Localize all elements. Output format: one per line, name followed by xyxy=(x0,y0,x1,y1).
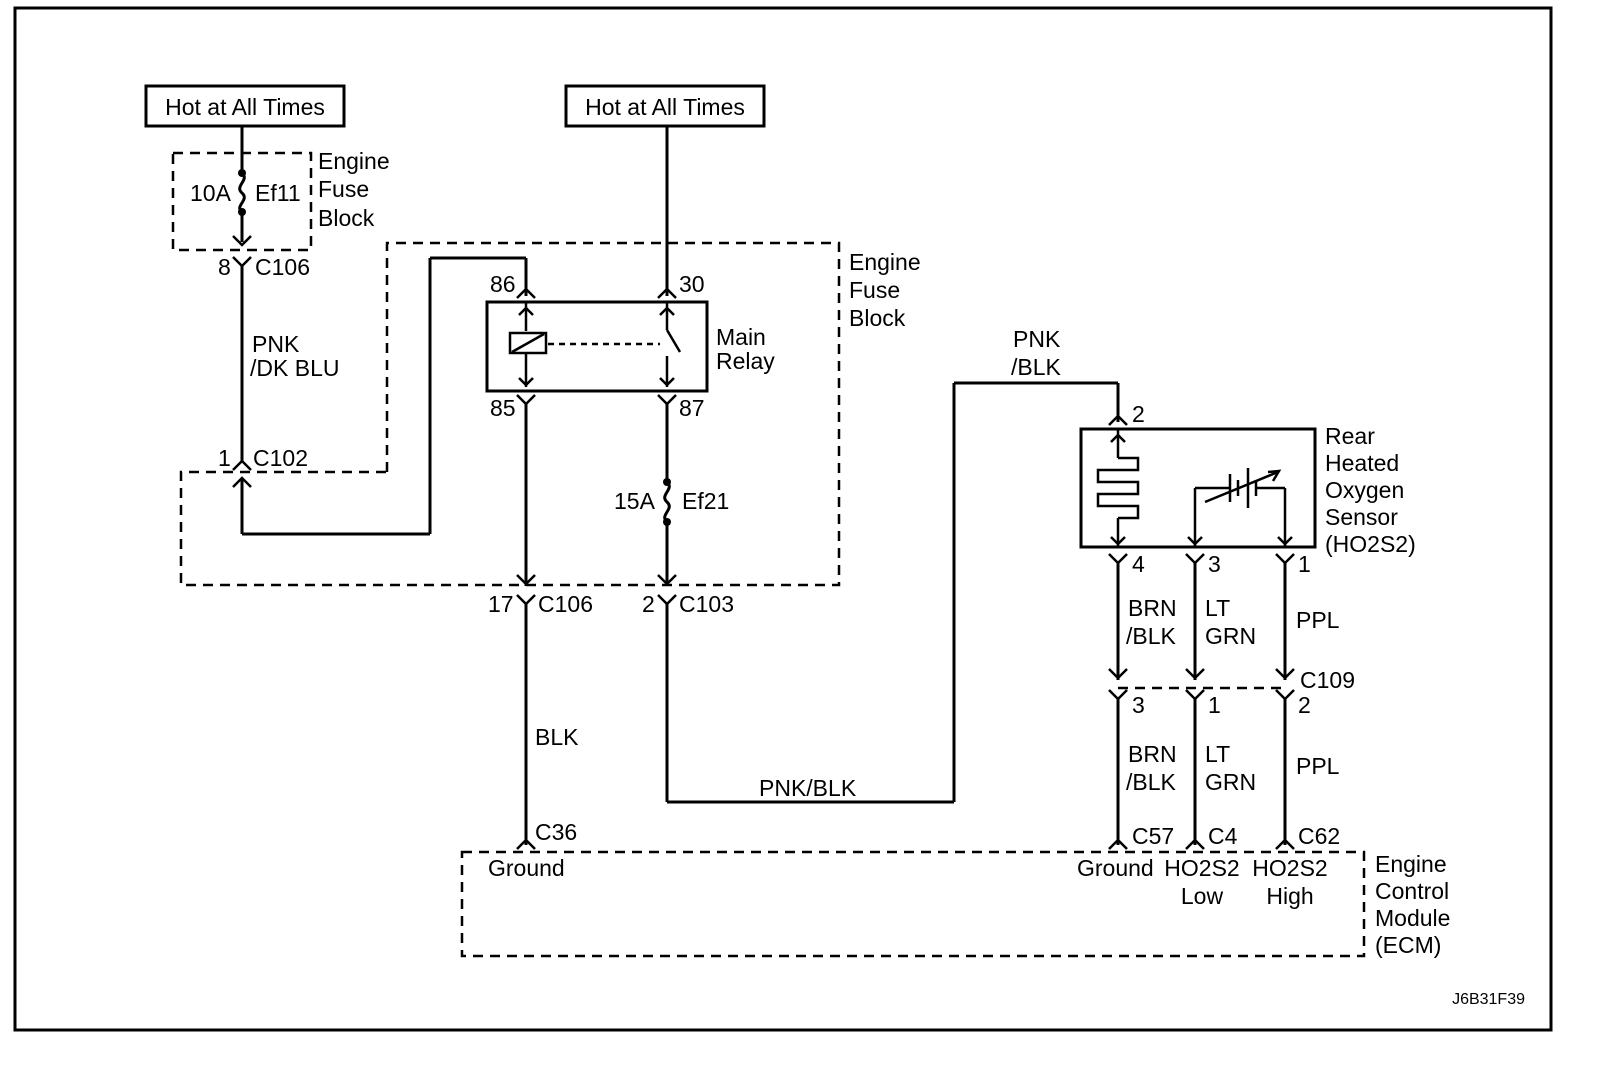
main-relay-label-1: Main xyxy=(716,324,766,350)
power-source-box-left xyxy=(144,84,346,128)
wire-label-brn-blk-lower-1: BRN xyxy=(1128,741,1177,767)
wire-label-lt-grn-upper-2: GRN xyxy=(1205,623,1256,649)
sensor-label-1: Rear xyxy=(1325,423,1375,449)
power-source-label-right: Hot at All Times xyxy=(585,94,745,120)
wire-label-brn-blk-upper-1: BRN xyxy=(1128,595,1177,621)
fuse-ef11-name: Ef11 xyxy=(255,180,301,206)
engine-fuse-block-label-3: Block xyxy=(849,305,906,331)
relay-coil xyxy=(508,331,548,355)
fuse-block-top-label-2: Fuse xyxy=(318,176,369,202)
wire-label-lt-grn-lower-1: LT xyxy=(1205,741,1230,767)
wire-label-pnk-dk-blu-1: PNK xyxy=(252,331,300,357)
engine-fuse-block-label-1: Engine xyxy=(849,249,921,275)
connector-c103-pin: 2 xyxy=(642,591,655,617)
diagram-frame xyxy=(13,6,1553,1032)
ecm-ground-right: Ground xyxy=(1077,855,1154,881)
c109-pin-2: 2 xyxy=(1298,692,1311,718)
connector-c106-bottom-pin: 17 xyxy=(488,591,514,617)
sensor-pin-3: 3 xyxy=(1208,551,1221,577)
connector-c36-name: C36 xyxy=(535,819,577,845)
ecm-ho2s2-low-2: Low xyxy=(1181,883,1224,909)
connector-c4-name: C4 xyxy=(1208,823,1238,849)
ecm-ho2s2-high-1: HO2S2 xyxy=(1252,855,1327,881)
power-source-box-right xyxy=(564,84,766,128)
fuse-ef21-rating: 15A xyxy=(614,488,656,514)
sensor-pin-2: 2 xyxy=(1132,401,1145,427)
relay-switch-contact xyxy=(665,329,682,353)
ecm-ho2s2-low-1: HO2S2 xyxy=(1164,855,1239,881)
relay-pin-85: 85 xyxy=(490,395,516,421)
wire-label-pnk-blk-top-1: PNK xyxy=(1013,326,1061,352)
sensor-label-3: Oxygen xyxy=(1325,477,1404,503)
relay-pin-86: 86 xyxy=(490,271,516,297)
ecm-ho2s2-high-2: High xyxy=(1266,883,1313,909)
ecm-label-1: Engine xyxy=(1375,851,1447,877)
connector-c102-pin: 1 xyxy=(218,445,231,471)
relay-pin-87: 87 xyxy=(679,395,705,421)
fuse-ef21-name: Ef21 xyxy=(682,488,729,514)
ecm-outline xyxy=(460,850,1366,958)
wire-label-pnk-blk-bottom: PNK/BLK xyxy=(759,775,857,801)
wire-label-ppl-upper: PPL xyxy=(1296,607,1340,633)
connector-c57-name: C57 xyxy=(1132,823,1174,849)
c109-pin-3: 3 xyxy=(1132,692,1145,718)
diagram-id: J6B31F39 xyxy=(1452,991,1525,1008)
sensor-pin-4: 4 xyxy=(1132,551,1145,577)
wire-label-brn-blk-upper-2: /BLK xyxy=(1126,623,1177,649)
heater-element xyxy=(1096,456,1140,520)
sensor-label-2: Heated xyxy=(1325,450,1399,476)
power-source-label-left: Hot at All Times xyxy=(165,94,325,120)
wire-label-pnk-blk-top-2: /BLK xyxy=(1011,354,1062,380)
fuse-ef11-rating: 10A xyxy=(190,180,232,206)
wire-label-brn-blk-lower-2: /BLK xyxy=(1126,769,1177,795)
wire-label-lt-grn-upper-1: LT xyxy=(1205,595,1230,621)
wire-label-blk: BLK xyxy=(535,724,579,750)
fuse-block-top-label-1: Engine xyxy=(318,148,390,174)
connector-c106-top-pin: 8 xyxy=(218,254,231,280)
engine-fuse-block-outline xyxy=(179,241,841,587)
fuse-ef11-symbol xyxy=(238,171,246,214)
main-relay-box xyxy=(485,300,709,393)
fuse-block-top-label-3: Block xyxy=(318,205,375,231)
ecm-ground-left: Ground xyxy=(488,855,565,881)
connector-c109-name: C109 xyxy=(1300,667,1355,693)
main-relay-label-2: Relay xyxy=(716,348,775,374)
engine-fuse-block-label-2: Fuse xyxy=(849,277,900,303)
sensor-pin-1: 1 xyxy=(1298,551,1311,577)
c109-pin-1: 1 xyxy=(1208,692,1221,718)
wire-label-lt-grn-lower-2: GRN xyxy=(1205,769,1256,795)
fuse-ef21-symbol xyxy=(663,480,671,524)
sensor-label-5: (HO2S2) xyxy=(1325,531,1416,557)
wire-label-ppl-lower: PPL xyxy=(1296,753,1340,779)
relay-pin-30: 30 xyxy=(679,271,705,297)
sensor-box xyxy=(1079,427,1317,549)
connector-c102-name: C102 xyxy=(253,445,308,471)
connector-c62-name: C62 xyxy=(1298,823,1340,849)
ecm-label-4: (ECM) xyxy=(1375,932,1441,958)
connector-c106-top-name: C106 xyxy=(255,254,310,280)
connector-c103-name: C103 xyxy=(679,591,734,617)
ecm-label-2: Control xyxy=(1375,878,1449,904)
wire-label-pnk-dk-blu-2: /DK BLU xyxy=(250,355,339,381)
sensor-label-4: Sensor xyxy=(1325,504,1398,530)
connector-c106-bottom-name: C106 xyxy=(538,591,593,617)
ecm-label-3: Module xyxy=(1375,905,1450,931)
